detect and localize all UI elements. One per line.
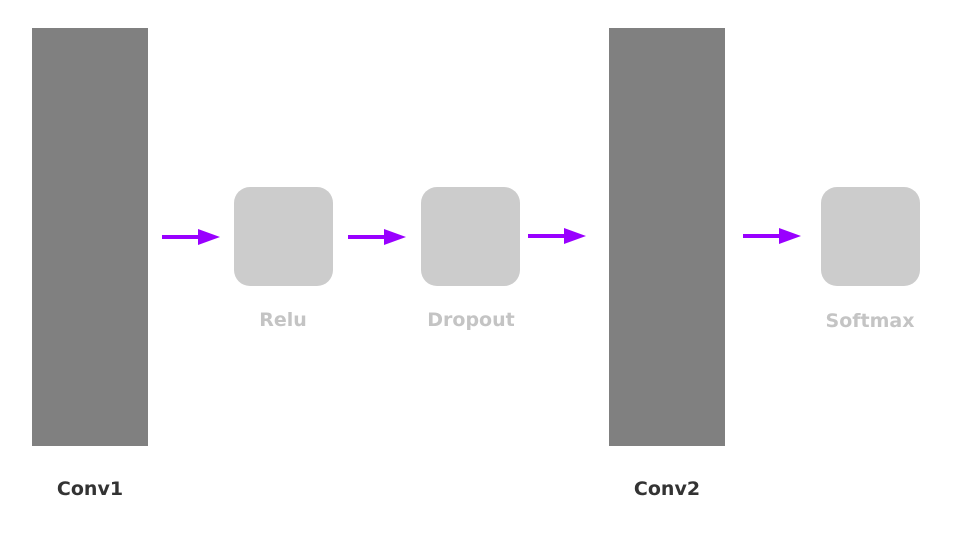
arrow-relu-to-dropout [348,227,406,247]
softmax-label: Softmax [825,310,915,332]
softmax-box [821,187,920,286]
arrow-dropout-to-conv2 [528,226,586,246]
conv1-label: Conv1 [56,478,124,500]
relu-box [234,187,333,286]
arrow-conv2-to-softmax [743,226,801,246]
dropout-label: Dropout [427,309,515,331]
conv2-label: Conv2 [633,478,701,500]
conv2-layer-block [609,28,725,446]
relu-label: Relu [259,309,307,331]
arrow-conv1-to-relu [162,227,220,247]
conv1-layer-block [32,28,148,446]
dropout-box [421,187,520,286]
